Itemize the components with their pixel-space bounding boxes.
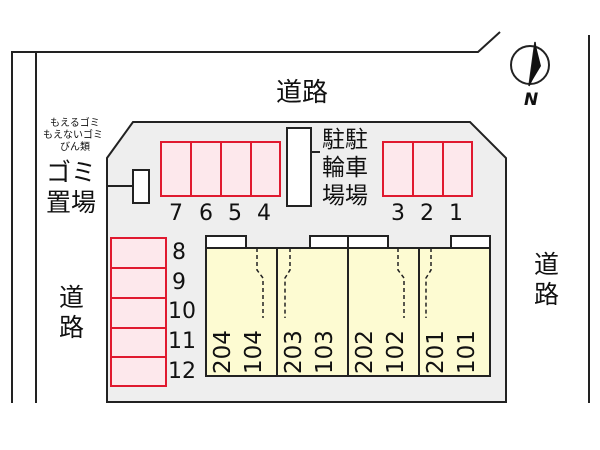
parking-number-8: 8 <box>172 240 186 265</box>
parking-space-4 <box>250 141 281 197</box>
parking-number-10: 10 <box>168 299 196 324</box>
parking-space-5 <box>220 141 252 197</box>
trash-label-1: ゴミ <box>46 158 97 187</box>
balcony-201 <box>450 235 491 249</box>
parking-number-7: 7 <box>169 201 183 226</box>
parking-number-12: 12 <box>168 359 196 384</box>
unit-202: 202 <box>352 330 378 374</box>
balcony-202 <box>347 235 389 249</box>
parking-space-7 <box>160 141 192 197</box>
parking-number-2: 2 <box>420 201 434 226</box>
parking-space-9 <box>110 267 167 299</box>
trash-note-2: もえないゴミ <box>43 130 103 141</box>
balcony-204 <box>205 235 247 249</box>
unit-104: 104 <box>241 330 267 374</box>
parking-space-6 <box>190 141 222 197</box>
unit-201: 201 <box>423 330 449 374</box>
trash-note-1: もえるゴミ <box>50 118 100 129</box>
parking-number-6: 6 <box>199 201 213 226</box>
trash-note-3: びん類 <box>60 142 90 153</box>
bicycle-label-2: 輪車 <box>322 155 368 181</box>
parking-number-4: 4 <box>257 201 271 226</box>
parking-space-12 <box>110 356 167 387</box>
unit-103: 103 <box>312 330 338 374</box>
unit-203: 203 <box>281 330 307 374</box>
parking-space-10 <box>110 297 167 329</box>
road-lines <box>11 31 590 403</box>
road-label-right: 道路 <box>533 250 559 309</box>
parking-number-1: 1 <box>449 201 463 226</box>
bicycle-label-3: 場場 <box>322 183 368 209</box>
parking-space-2 <box>412 141 444 197</box>
parking-space-11 <box>110 327 167 358</box>
trash-area <box>132 169 150 204</box>
north-arrow-icon <box>510 41 550 87</box>
parking-space-1 <box>442 141 473 197</box>
parking-number-9: 9 <box>172 270 186 295</box>
parking-number-11: 11 <box>168 329 196 354</box>
unit-102: 102 <box>383 330 409 374</box>
apartment-building <box>205 235 491 377</box>
unit-204: 204 <box>210 330 236 374</box>
parking-side-group <box>110 237 167 387</box>
unit-101: 101 <box>454 330 480 374</box>
road-label-top: 道路 <box>276 78 329 108</box>
parking-left-group <box>160 141 281 197</box>
bicycle-parking-area <box>286 127 312 207</box>
bicycle-label-1: 駐駐 <box>322 127 368 153</box>
trash-label-2: 置場 <box>46 188 97 217</box>
north-label: N <box>524 90 539 110</box>
parking-number-3: 3 <box>391 201 405 226</box>
parking-space-3 <box>382 141 414 197</box>
parking-right-group <box>382 141 473 197</box>
road-label-left: 道路 <box>58 283 84 342</box>
parking-number-5: 5 <box>228 201 242 226</box>
parking-space-8 <box>110 237 167 269</box>
balcony-203 <box>309 235 349 249</box>
